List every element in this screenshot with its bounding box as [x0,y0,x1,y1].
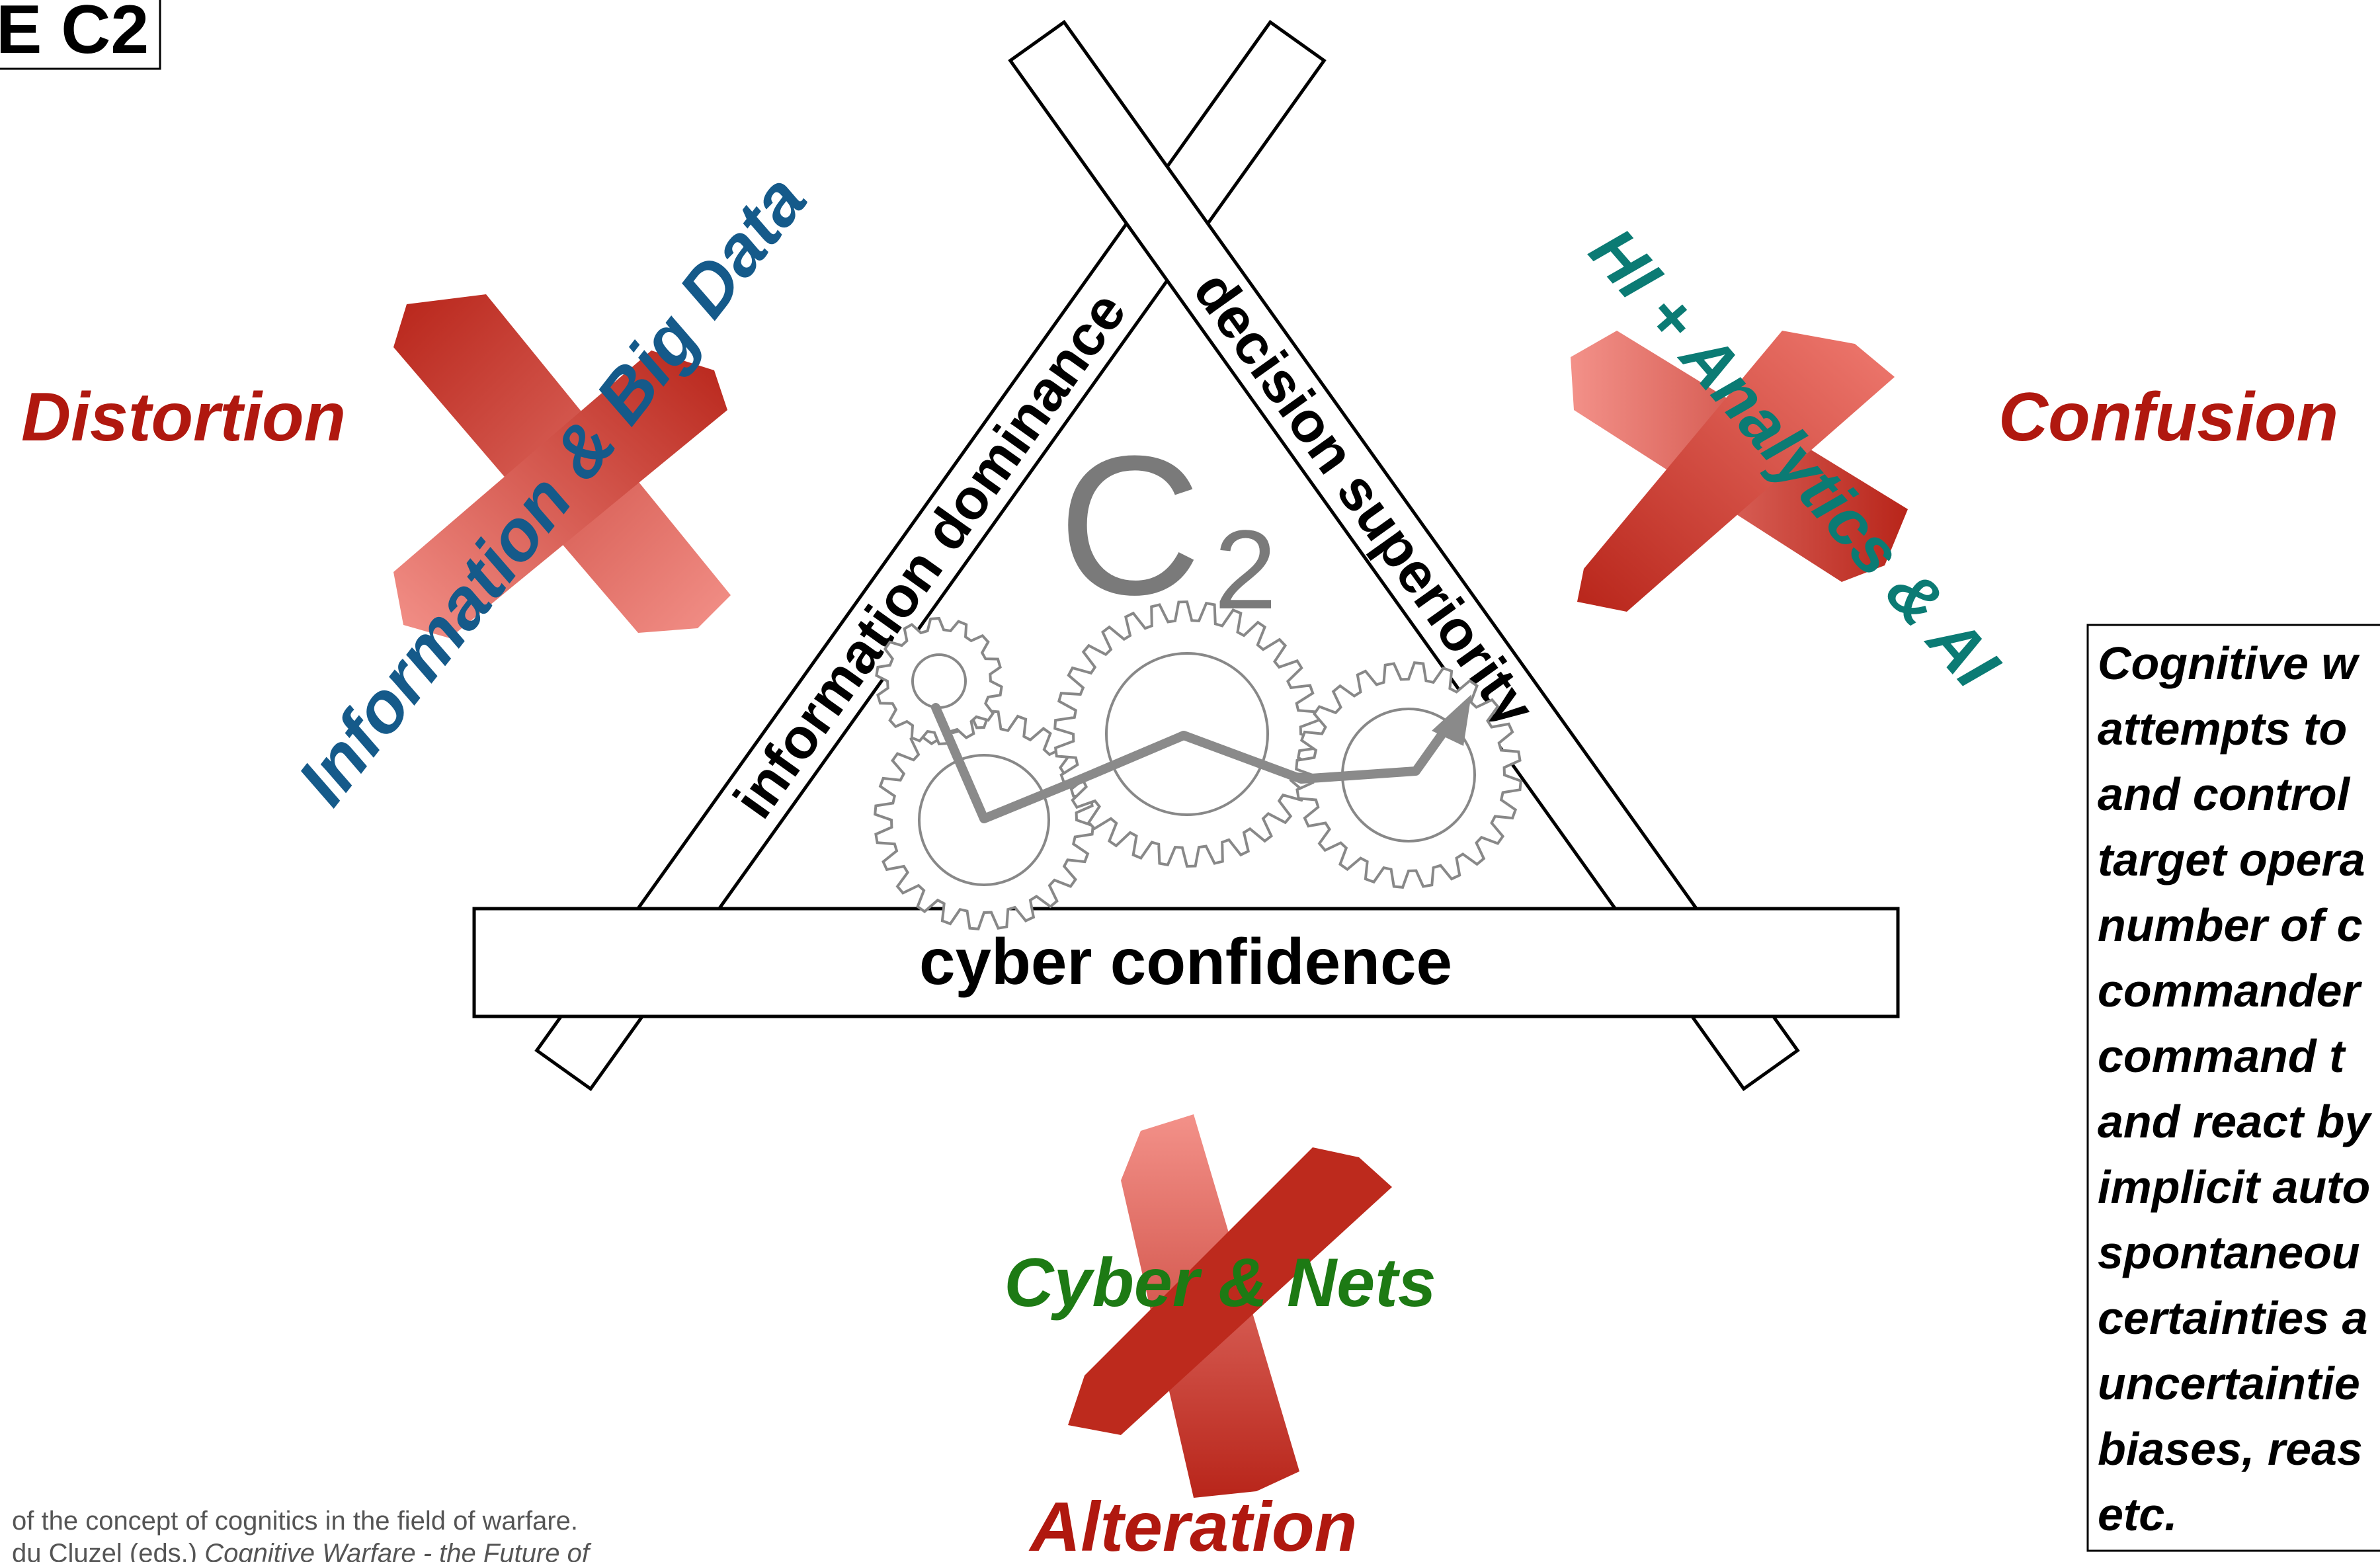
quote-line: target opera [2098,834,2365,885]
figure-caption: of the concept of cognitics in the field… [12,1506,592,1562]
pillar-hi-analytics-ai: HI + Analytics & AI [1575,214,2014,703]
svg-text:C: C [1058,414,1202,636]
svg-text:Information & Big Data: Information & Big Data [282,160,821,819]
effect-confusion: Confusion [1998,379,2338,456]
cross-alteration [1068,1114,1392,1498]
pillar-cyber-nets: Cyber & Nets [1004,1245,1436,1321]
quote-line: and control [2098,768,2351,820]
quote-line: commander [2098,965,2363,1016]
effect-alteration: Alteration [1028,1488,1358,1562]
caption-line-2: du Cluzel (eds.) Cognitive Warfare - the… [12,1539,592,1562]
quote-line: etc. [2098,1489,2178,1540]
effect-distortion: Distortion [21,379,346,456]
gear-icon [875,616,1003,746]
quote-line: and react by [2098,1096,2372,1147]
quote-line: uncertaintie [2098,1358,2360,1409]
quote-line: biases, reas [2098,1423,2363,1475]
svg-text:HI + Analytics & AI: HI + Analytics & AI [1575,214,2014,703]
quote-line: implicit auto [2098,1161,2370,1213]
pillar-information-big-data: Information & Big Data [282,160,821,819]
gear-icon [874,710,1094,930]
quote-line: spontaneou [2098,1227,2360,1278]
svg-text:2: 2 [1214,507,1277,633]
cross-distortion [393,294,731,638]
trend-arrow [931,694,1471,823]
quote-line: certainties a [2098,1292,2368,1344]
quote-line: Cognitive w [2098,637,2360,689]
corner-label: E C2 [0,0,161,70]
quote-line: attempts to [2098,703,2347,755]
cross-confusion [1571,331,1908,612]
quote-line: number of c [2098,899,2363,951]
caption-line-1: of the concept of cognitics in the field… [12,1506,578,1536]
c2-center-label: C 2 [1058,414,1277,636]
quote-line: command t [2098,1030,2346,1082]
svg-text:E C2: E C2 [0,0,149,68]
bar-cyber-confidence: cyber confidence [472,907,1900,1018]
quote-box: Cognitive w attempts to and control target … [2086,624,2380,1552]
gear-icon [1053,600,1321,868]
quote-text: Cognitive w attempts to and control target … [2098,637,2372,1540]
svg-text:cyber confidence: cyber confidence [919,925,1452,998]
